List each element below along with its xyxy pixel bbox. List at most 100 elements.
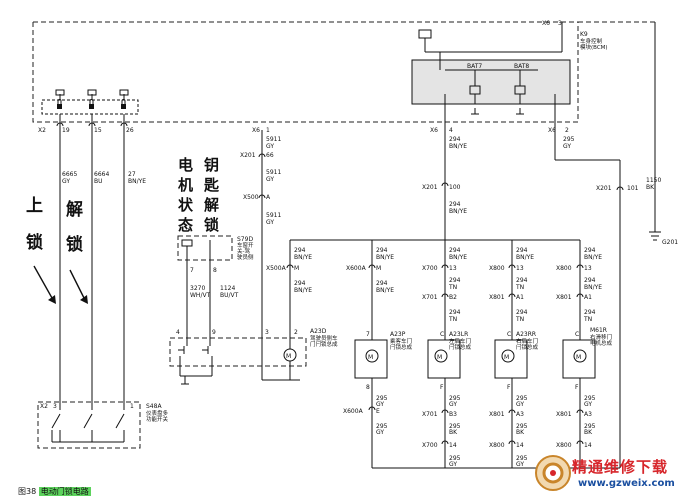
svg-text:13: 13 [449,265,457,272]
figure-number: 图38 [18,487,37,496]
svg-text:机: 机 [178,176,193,194]
k9-id: K9 [580,31,588,38]
svg-text:C: C [507,331,511,338]
svg-text:M: M [286,353,291,360]
svg-text:GY: GY [376,429,384,436]
svg-text:X800: X800 [489,265,505,272]
svg-text:294: 294 [516,309,528,316]
k9-name-2: 模块(BCM) [580,43,608,51]
ground-g201 [578,21,661,241]
unlock-label-1: 解 [66,199,83,220]
svg-text:X801: X801 [489,294,505,301]
a23lr-latch-box: M [427,339,461,468]
svg-text:关-驾: 关-驾 [237,247,250,255]
svg-text:X800: X800 [556,265,572,272]
svg-text:295: 295 [449,423,461,430]
bcm-module-border [32,21,579,123]
svg-text:WH/VT: WH/VT [190,292,211,299]
svg-text:A3: A3 [584,411,592,418]
watermark: 精通维修下载 www.gzweix.com [532,452,692,496]
svg-text:X6: X6 [252,127,260,134]
lock-icon [57,99,62,109]
svg-text:1124: 1124 [220,285,235,292]
svg-text:1: 1 [266,127,270,134]
svg-text:A23RR: A23RR [516,331,536,338]
svg-text:BN/YE: BN/YE [584,284,602,291]
s48a-switch-box [37,401,141,449]
svg-text:19: 19 [62,127,70,134]
svg-text:BN/YE: BN/YE [449,254,467,261]
svg-text:295: 295 [376,395,388,402]
svg-text:BN/YE: BN/YE [294,254,312,261]
svg-text:M: M [504,354,509,361]
ground-label: G201 [662,239,678,246]
svg-text:8: 8 [366,384,370,391]
svg-text:BN/YE: BN/YE [376,287,394,294]
svg-text:A23D: A23D [310,328,327,335]
svg-text:驶员侧: 驶员侧 [237,253,254,261]
svg-text:仪表盘多: 仪表盘多 [146,409,169,417]
svg-text:电: 电 [178,156,193,174]
svg-text:294: 294 [584,309,596,316]
svg-text:X500: X500 [243,194,259,201]
x2-connector-label: X2 [38,127,46,134]
svg-text:TN: TN [448,284,457,291]
svg-text:GY: GY [563,143,571,150]
bcm-power-section: BAT7 BAT8 [411,22,571,122]
a23rr-latch-box: M [494,339,528,468]
svg-text:X800: X800 [556,442,572,449]
svg-text:TN: TN [448,316,457,323]
svg-text:GY: GY [376,401,384,408]
svg-text:TN: TN [515,284,524,291]
svg-text:A1: A1 [516,294,524,301]
svg-text:294: 294 [376,247,388,254]
left-switch-wires [56,114,128,410]
svg-text:7: 7 [366,331,370,338]
bat7-label: BAT7 [467,63,482,70]
svg-text:295: 295 [516,423,528,430]
svg-text:GY: GY [266,219,274,226]
svg-text:1: 1 [130,403,134,410]
svg-text:294: 294 [449,309,461,316]
svg-text:车窗开: 车窗开 [237,241,254,249]
svg-text:BK: BK [646,184,655,191]
svg-text:X600A: X600A [346,265,367,272]
svg-text:X201: X201 [240,152,256,159]
svg-text:294: 294 [449,277,461,284]
svg-text:3270: 3270 [190,285,205,292]
figure-caption: 图38 电动门锁电路 [18,486,91,497]
svg-text:钥: 钥 [204,156,219,174]
svg-text:294: 294 [516,277,528,284]
svg-text:295: 295 [449,455,461,462]
svg-text:7: 7 [190,267,194,274]
svg-text:1150: 1150 [646,177,661,184]
svg-text:GY: GY [516,401,524,408]
svg-text:X201: X201 [422,184,438,191]
lock-icon [89,99,94,109]
svg-text:M61R: M61R [590,327,607,334]
svg-text:M: M [376,265,381,272]
svg-text:闩锁总成: 闩锁总成 [390,343,413,351]
svg-text:X801: X801 [556,411,572,418]
svg-text:26: 26 [126,127,134,134]
bcm-input-pins-left [41,89,139,115]
svg-text:295: 295 [376,423,388,430]
lock-icon [121,99,126,109]
svg-text:294: 294 [584,277,596,284]
svg-text:解: 解 [204,196,219,214]
figure-title: 电动门锁电路 [38,487,91,496]
x6-pin-3-top-label: X6 [542,20,550,27]
bcm-ground-icons [471,108,524,115]
svg-text:右后车门: 右后车门 [516,337,538,345]
svg-text:294: 294 [449,136,461,143]
svg-text:A23P: A23P [390,331,406,338]
svg-text:X701: X701 [422,294,438,301]
svg-text:3: 3 [53,403,57,410]
a23d-latch-box: M [169,296,307,385]
svg-text:乘客车门: 乘客车门 [390,337,412,345]
svg-text:5911: 5911 [266,212,281,219]
svg-text:27: 27 [128,171,136,178]
svg-text:2: 2 [294,329,298,336]
svg-text:TN: TN [515,316,524,323]
